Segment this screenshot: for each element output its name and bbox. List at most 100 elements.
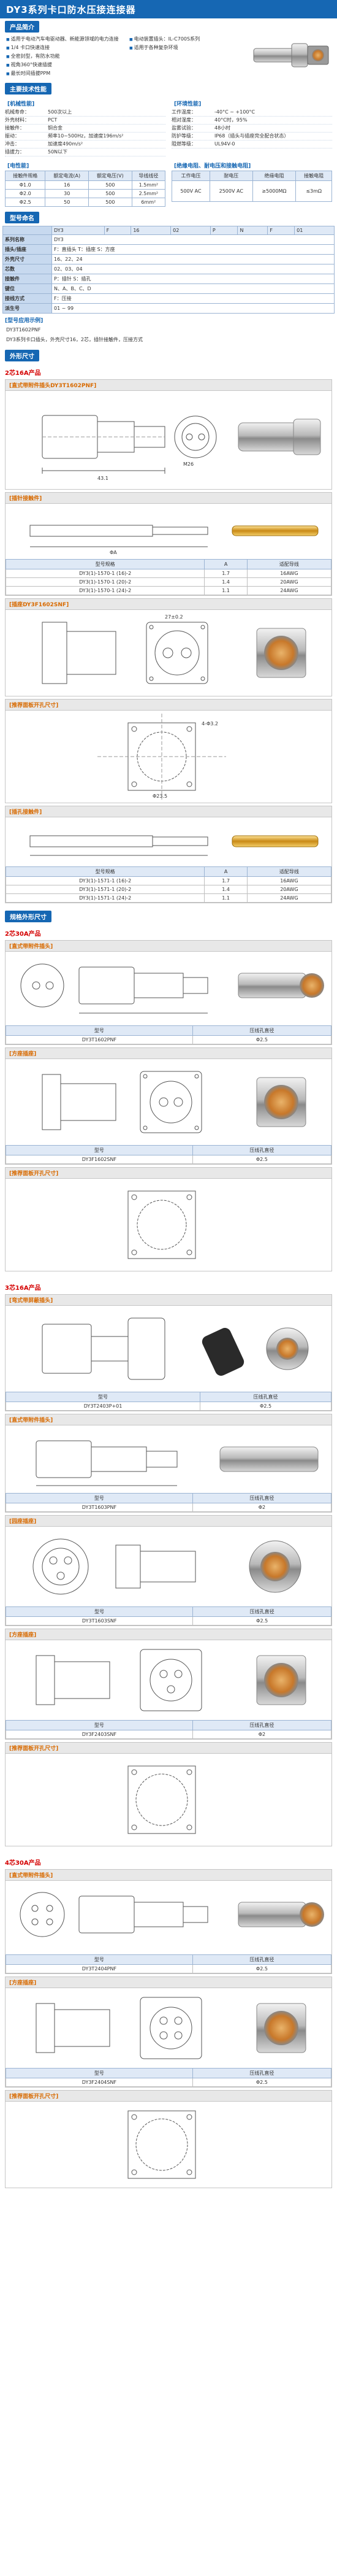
feature-item: 电动装置插头：IL-C700S系列 — [126, 35, 249, 44]
elec-head: [电性能] — [7, 163, 29, 169]
socket-contact-drawing — [29, 835, 319, 856]
panel-cutout-drawing — [127, 2110, 196, 2179]
panel-cutout-drawing — [127, 1190, 196, 1259]
panel-head: [直式带附件插头] — [6, 1870, 331, 1881]
spec-line: 盐雾试验：48小时 — [172, 125, 332, 133]
env-head: [环境性能] — [174, 101, 202, 107]
specs-section: 主要技术性能 [机械性能] 机械寿命：500次以上 外壳材料：PCT 接触件：铜… — [0, 80, 337, 209]
feature-item: 1/4 卡口快速连接 — [2, 44, 126, 52]
feature-item: 适用于电动汽车电驱动器、新能源领域的电力连接 — [2, 35, 126, 44]
panel-head: [推荐面板开孔尺寸] — [6, 700, 331, 711]
sec1-socket-panel: [插座DY3F1602SNF] 27±0.2 — [5, 598, 332, 696]
panel-head: [推荐面板开孔尺寸] — [6, 2091, 331, 2102]
spec-line: 阻燃等级：UL94V-0 — [172, 141, 332, 148]
plug-drawing — [20, 1892, 324, 1937]
specs-tag: 主要技术性能 — [5, 83, 51, 94]
features-section: 产品简介 适用于电动汽车电驱动器、新能源领域的电力连接 1/4 卡口快速连接 全… — [0, 18, 337, 80]
sec1-section: 外形尺寸 2芯16A产品 [直式带附件插头DY3T1602PNF] — [0, 347, 337, 908]
dim-label: Φ23.5 — [153, 793, 167, 799]
feature-item: 最长时间插拔PPM — [2, 69, 126, 78]
panel-head: [推荐面板开孔尺寸] — [6, 1168, 331, 1179]
dim-label: 27±0.2 — [165, 614, 183, 620]
panel-head: [方座插座] — [6, 1977, 331, 1988]
sec4-cutout-panel: [推荐面板开孔尺寸] — [5, 2090, 332, 2188]
dim-label: 4-Φ3.2 — [202, 721, 218, 727]
feature-item: 全密封型，有防水功能 — [2, 52, 126, 61]
socket-drawing: 27±0.2 — [42, 614, 306, 684]
pin-contact-drawing: ΦA — [29, 525, 319, 555]
sec1-sub: 2芯16A产品 — [5, 370, 41, 377]
spec-line: 相对湿度：40°C时，95% — [172, 117, 332, 125]
features-right: 电动装置插头：IL-C700S系列 适用于各种复杂环境 — [126, 35, 249, 78]
panel-head: [直式带附件插头DY3T1602PNF] — [6, 380, 331, 391]
panel-head: [插座DY3F1602SNF] — [6, 599, 331, 610]
sec3-cutout-panel: [推荐面板开孔尺寸] — [5, 1742, 332, 1846]
angle-plug-drawing — [42, 1317, 309, 1380]
example-head: [型号应用示例] — [5, 318, 44, 324]
panel-head: [方座插座] — [6, 1629, 331, 1640]
mech-head: [机械性能] — [7, 101, 35, 107]
panel-head: [插孔接触件] — [6, 806, 331, 817]
page-title: DY3系列卡口防水压接连接器 — [0, 0, 337, 18]
spec-line: 工作温度：-40°C ~ +100°C — [172, 109, 332, 117]
plug-drawing — [20, 963, 324, 1014]
dim-label: M26 — [183, 461, 194, 467]
sec2-section: 规格外形尺寸 2芯30A产品 [直式带附件插头] 型号压线孔直径 DY3T160… — [0, 908, 337, 1276]
features-left: 适用于电动汽车电驱动器、新能源领域的电力连接 1/4 卡口快速连接 全密封型，有… — [2, 35, 126, 78]
spec-line: 振动：频率10~500Hz，加速度196m/s² — [5, 133, 165, 141]
panel-cutout-drawing — [127, 1765, 196, 1834]
panel-head: [直式带附件插头] — [6, 1414, 331, 1425]
feature-item: 视角360°快速插拔 — [2, 61, 126, 69]
spec-line: 插拔力：50N以下 — [5, 148, 165, 156]
sec1-tag: 外形尺寸 — [5, 350, 39, 361]
spec-line: 外壳材料：PCT — [5, 117, 165, 125]
socket-drawing — [42, 1071, 306, 1133]
dim-label: ΦA — [110, 550, 117, 555]
sec4-sub: 4芯30A产品 — [5, 1860, 41, 1867]
hero-connector-image — [253, 43, 329, 67]
spec-line: 接触件：铜合金 — [5, 125, 165, 133]
sec2-tag: 规格外形尺寸 — [5, 911, 51, 922]
sec2-sub: 2芯30A产品 — [5, 931, 41, 938]
example-code: DY3T1602PNF — [6, 327, 41, 333]
panel-head: [弯式带屏蔽插头] — [6, 1295, 331, 1306]
panel-head: [插针接触件] — [6, 493, 331, 504]
spec-line: 冲击：加速度490m/s² — [5, 141, 165, 148]
feature-item: 适用于各种复杂环境 — [126, 44, 249, 52]
